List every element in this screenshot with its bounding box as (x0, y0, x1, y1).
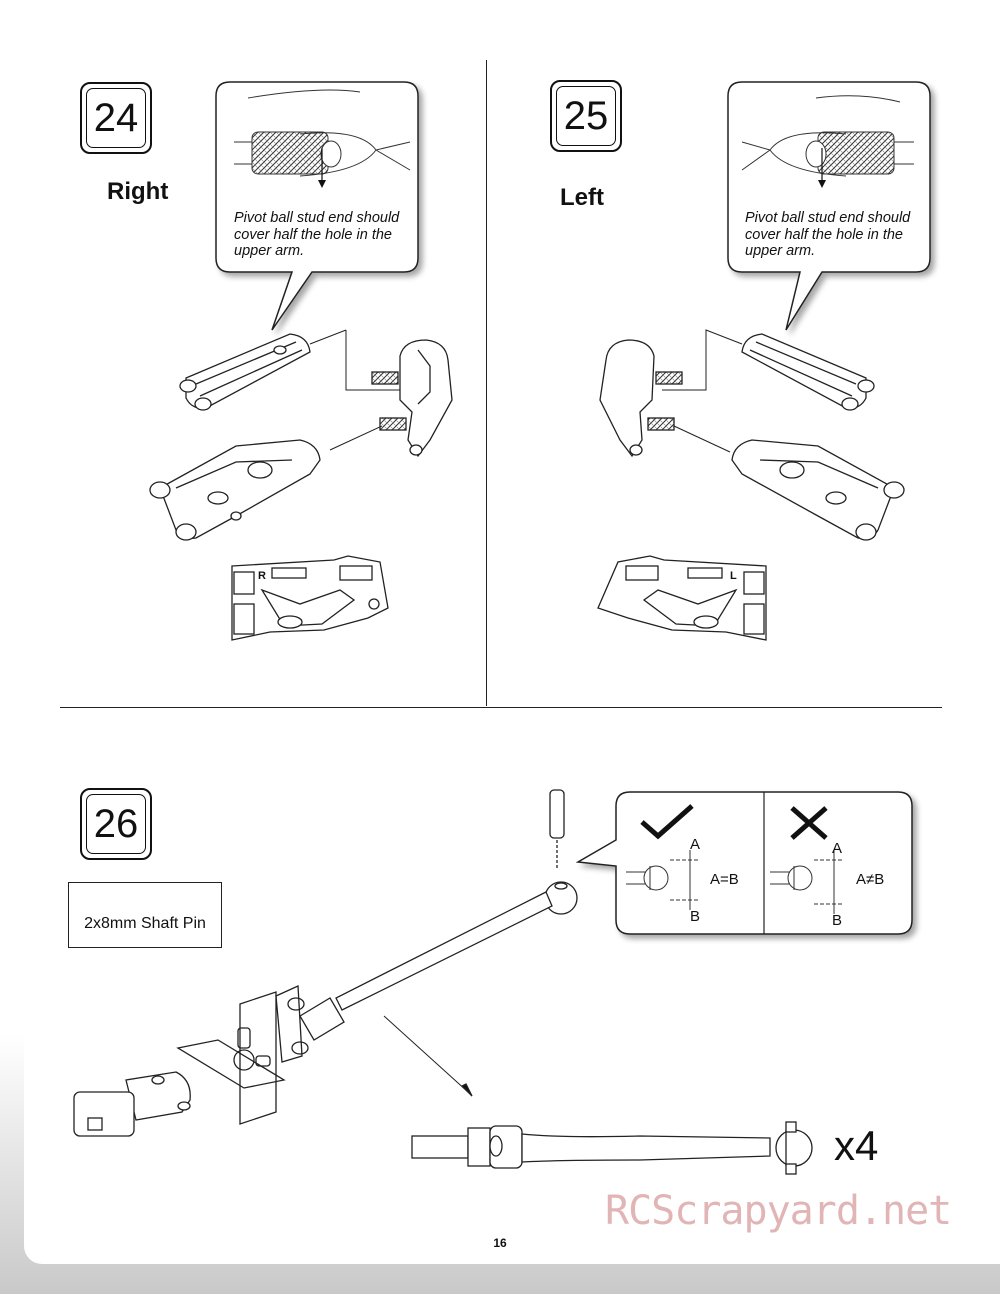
page-number: 16 (493, 1236, 507, 1250)
shaft-pin (549, 789, 565, 870)
callout-bubble-left (727, 81, 931, 331)
checkmark-icon (640, 804, 694, 840)
not-equal-label: A≠B (856, 871, 885, 888)
lower-arm-left (731, 439, 905, 541)
upper-arm-right (179, 329, 404, 411)
step-number-26: 26 (80, 788, 152, 860)
cross-icon (790, 806, 828, 840)
column-divider (486, 60, 488, 706)
side-label-right: Right (107, 178, 169, 205)
check-callout (575, 791, 913, 935)
step-number-text: 24 (86, 88, 146, 148)
label-a-incorrect: A (832, 840, 843, 857)
side-label-left: Left (560, 184, 604, 211)
part-mark-left: L (730, 570, 737, 582)
callout-note-right: Pivot ball stud end should cover half th… (234, 210, 400, 259)
part-mark-right: R (258, 570, 266, 582)
step-number-24: 24 (80, 82, 152, 154)
label-b-incorrect: B (832, 912, 843, 929)
quantity-label: x4 (834, 1122, 879, 1169)
arm-assembly-left (597, 555, 767, 641)
callout-note-left: Pivot ball stud end should cover half th… (745, 210, 911, 259)
dogbone-exploded (73, 881, 578, 1137)
upper-arm-left (662, 329, 875, 411)
callout-bubble-right (215, 81, 419, 331)
part-name: 2x8mm Shaft Pin (84, 915, 206, 932)
watermark-text: RCScrapyard.net (605, 1188, 952, 1234)
arm-assembly-right (231, 555, 389, 641)
parts-list-box: 2x8mm Shaft Pin (68, 882, 222, 948)
label-a-correct: A (690, 836, 701, 853)
knuckle-right (329, 339, 453, 458)
step-number-text: 26 (86, 794, 146, 854)
knuckle-left (599, 339, 731, 458)
step-number-25: 25 (550, 80, 622, 152)
dogbone-assembled (411, 1121, 813, 1175)
equal-label: A=B (710, 871, 739, 888)
row-divider (60, 707, 942, 709)
step-number-text: 25 (556, 86, 616, 146)
label-b-correct: B (690, 908, 701, 925)
lower-arm-right (149, 439, 321, 541)
